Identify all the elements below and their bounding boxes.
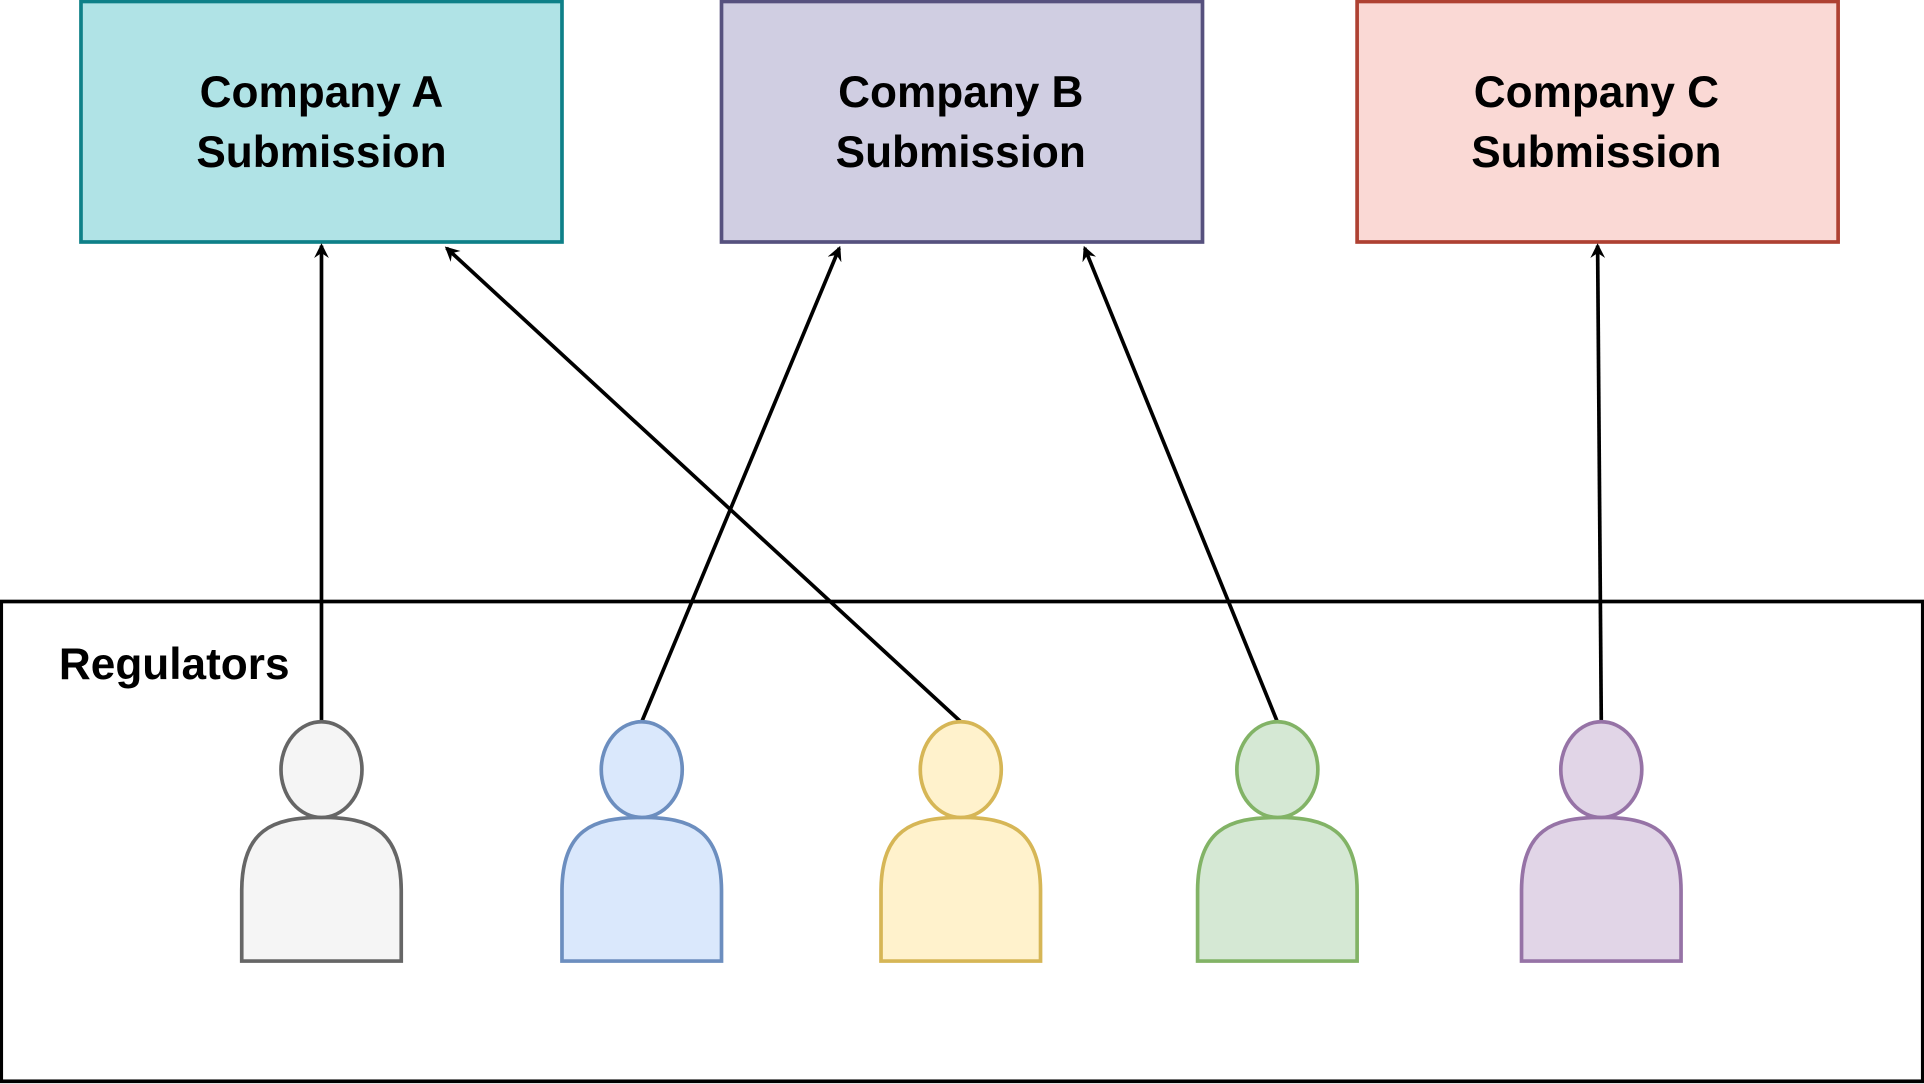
- company-c-box[interactable]: Company C Submission: [1355, 0, 1840, 244]
- edge-yellow-to-a[interactable]: [444, 246, 963, 724]
- edge-purple-to-c[interactable]: [1590, 243, 1606, 722]
- company-a-subtitle: Submission: [196, 128, 446, 177]
- regulators-label: Regulators: [59, 640, 290, 689]
- regulator-gray-person-icon[interactable]: [239, 719, 404, 963]
- regulator-green-person-icon[interactable]: [1195, 719, 1359, 963]
- person-body: [1195, 815, 1359, 963]
- company-b-title: Company B: [838, 68, 1083, 117]
- edge-blue-to-b[interactable]: [640, 245, 842, 723]
- company-b-box[interactable]: Company B Submission: [719, 0, 1205, 244]
- person-head: [1558, 719, 1644, 820]
- regulator-purple-person-icon[interactable]: [1519, 719, 1683, 963]
- person-body: [239, 815, 404, 963]
- regulator-blue-person-icon[interactable]: [560, 719, 724, 963]
- person-body: [560, 815, 724, 963]
- regulators: [239, 719, 1683, 963]
- company-c-title: Company C: [1474, 68, 1719, 117]
- edge-green-to-b[interactable]: [1082, 245, 1280, 723]
- person-head: [279, 719, 364, 820]
- company-a-box[interactable]: Company A Submission: [79, 0, 564, 244]
- person-body: [1519, 815, 1683, 963]
- company-a-title: Company A: [200, 68, 444, 117]
- regulator-yellow-person-icon[interactable]: [879, 719, 1043, 963]
- company-b-subtitle: Submission: [836, 128, 1086, 177]
- person-head: [599, 719, 685, 820]
- person-head: [1235, 719, 1320, 820]
- person-body: [879, 815, 1043, 963]
- company-c-subtitle: Submission: [1471, 128, 1721, 177]
- edges: [314, 243, 1606, 724]
- person-head: [918, 719, 1004, 820]
